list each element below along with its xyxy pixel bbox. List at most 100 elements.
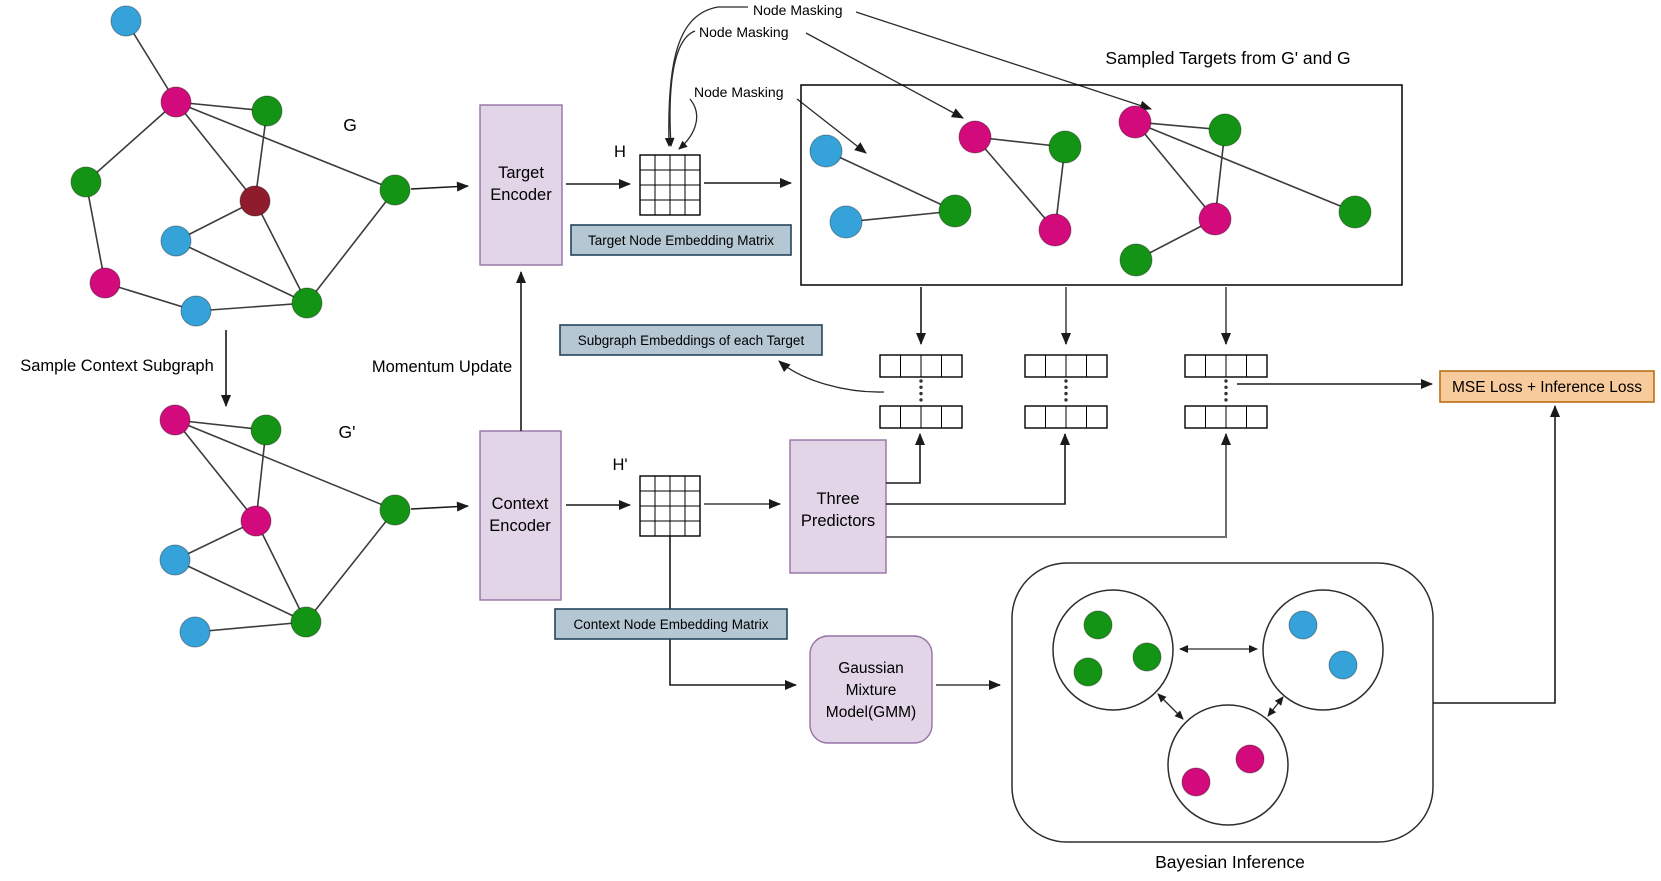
graph-edge (104, 282, 197, 312)
ellipsis-dot (1224, 398, 1228, 402)
g-node-blue-2 (160, 225, 192, 257)
gp-node-blue-2 (179, 616, 211, 648)
graph-edge (845, 210, 956, 223)
gprime-to-context-encoder-arrow (410, 501, 469, 512)
target-node-embedding-matrix-label-box: Target Node Embedding Matrix (570, 224, 792, 256)
gmm-box: Gaussian Mixture Model(GMM) (809, 635, 933, 744)
graph-edge (174, 419, 267, 431)
momentum-update-label: Momentum Update (372, 358, 512, 376)
graph-g: G (70, 5, 411, 327)
gmm-label-line1: Gaussian (838, 660, 903, 677)
graph-edge (85, 101, 177, 183)
ellipsis-dot (919, 391, 923, 396)
graph-edge (175, 101, 268, 112)
bayesian-inference-label: Bayesian Inference (1155, 852, 1305, 872)
ellipsis-dot (919, 379, 923, 383)
cluster-blue-dot-1 (1288, 610, 1318, 640)
g-node-blue-3 (180, 295, 212, 327)
target-node-embedding-matrix-label: Target Node Embedding Matrix (588, 233, 774, 248)
graph-edge (305, 509, 396, 623)
g-node-darkred (239, 185, 271, 217)
bayesian-inference-box (1011, 562, 1434, 843)
cluster-pink-dot-2 (1235, 744, 1265, 774)
gp-node-green-2 (379, 494, 411, 526)
graph-edge (1134, 121, 1356, 213)
context-node-embedding-matrix-label-box: Context Node Embedding Matrix (554, 608, 788, 640)
ellipsis-dot (1224, 391, 1228, 396)
predicted-embedding-vector-2 (1024, 405, 1108, 429)
g-node-pink-2 (89, 267, 121, 299)
t3-node-pink-1 (1118, 105, 1152, 139)
subgraph-embeddings-label: Subgraph Embeddings of each Target (578, 333, 805, 348)
graph-edge (306, 189, 396, 304)
sampled-targets-title: Sampled Targets from G' and G (1105, 48, 1350, 68)
target-embedding-vector-2 (1024, 354, 1108, 378)
gmm-label-line3: Model(GMM) (826, 704, 916, 721)
graph-g-prime-nodes (159, 404, 411, 648)
embedding-vector-pair-2 (1024, 354, 1108, 429)
graph-edge (175, 240, 308, 304)
context-encoder-label-line2: Encoder (489, 517, 551, 535)
h-matrix-label: H (614, 143, 626, 161)
sample-context-subgraph-label: Sample Context Subgraph (20, 357, 214, 375)
blue-cluster-circle (1262, 589, 1384, 711)
t3-node-green-3 (1338, 195, 1372, 229)
t1-node-blue-2 (829, 205, 863, 239)
vectors-to-subgraph-embeddings-curve (778, 360, 885, 393)
graph-edge (254, 110, 268, 202)
graph-edge (195, 302, 308, 312)
g-to-target-encoder-arrow (410, 181, 469, 192)
graph-g-nodes (70, 5, 411, 327)
blue-cluster-dots (1288, 610, 1358, 680)
gp-node-green-3 (290, 606, 322, 638)
g-node-green-2 (70, 166, 102, 198)
h-prime-to-gmm-elbow (669, 536, 797, 690)
embedding-vector-pair-3 (1184, 354, 1268, 429)
subgraph-embeddings-label-box: Subgraph Embeddings of each Target (559, 324, 823, 356)
g-node-green-3 (379, 174, 411, 206)
graph-edge (1134, 121, 1216, 220)
graph-edge (85, 181, 106, 284)
g-node-pink-1 (160, 86, 192, 118)
gp-node-blue-1 (159, 544, 191, 576)
node-masking-3-curve-to-matrix (678, 98, 698, 150)
gp-node-pink-1 (159, 404, 191, 436)
g-node-green-1 (251, 95, 283, 127)
graph-g-edges (85, 20, 396, 312)
t1-node-green (938, 194, 972, 228)
target-subgraph-3-nodes (1118, 105, 1372, 277)
mse-loss-box: MSE Loss + Inference Loss (1439, 370, 1655, 403)
cluster-green-dot-1 (1083, 610, 1113, 640)
ellipsis-dot (1224, 379, 1228, 383)
green-cluster-dots (1073, 610, 1162, 687)
node-masking-label-1: Node Masking (753, 2, 843, 18)
three-predictors-label-line2: Predictors (801, 512, 875, 530)
graph-edge (175, 101, 256, 202)
predicted-embedding-vector-3 (1184, 405, 1268, 429)
node-masking-1-arrow-to-subgraph3 (855, 11, 1152, 111)
target-subgraph-2-nodes (958, 120, 1082, 247)
ellipsis-dot (1064, 385, 1068, 389)
graph-edge (194, 621, 307, 633)
embedding-vector-pair-1 (879, 354, 963, 429)
graph-edge (255, 520, 307, 623)
node-masking-1-curve-to-matrix (664, 6, 748, 147)
gp-node-green-1 (250, 414, 282, 446)
context-encoder-label-line1: Context (492, 495, 549, 513)
green-pink-double-arrow (1157, 693, 1184, 720)
cluster-pink-dot-1 (1181, 767, 1211, 797)
context-encoder-box: Context Encoder (479, 430, 562, 601)
graph-edge (825, 150, 956, 212)
cluster-green-dot-2 (1073, 657, 1103, 687)
cluster-green-dot-3 (1132, 642, 1162, 672)
graph-edge (174, 419, 257, 522)
node-masking-2-curve-to-matrix (666, 30, 696, 147)
vector-2-ellipsis-dots (1064, 379, 1068, 402)
vector-1-ellipsis-dots (919, 379, 923, 402)
target-subgraph-1-nodes (809, 134, 972, 239)
graph-g-prime-label: G' (339, 422, 356, 442)
ellipsis-dot (1064, 379, 1068, 383)
target-embedding-vector-3 (1184, 354, 1268, 378)
ellipsis-dot (1064, 398, 1068, 402)
graph-edge (174, 559, 307, 623)
